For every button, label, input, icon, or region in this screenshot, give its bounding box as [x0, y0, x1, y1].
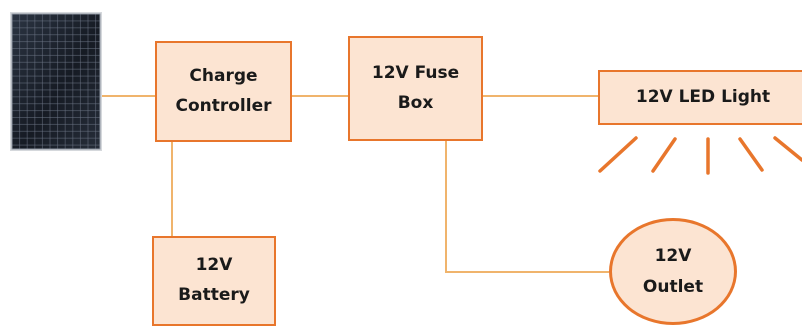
solar-panel-icon: [10, 12, 102, 151]
charge-controller-box: Charge Controller: [155, 41, 292, 142]
led-light-label: 12V LED Light: [636, 87, 770, 107]
charge-controller-label: Charge Controller: [175, 62, 271, 122]
led-light-box: 12V LED Light: [598, 70, 802, 125]
fuse-box-label: 12V Fuse Box: [372, 59, 459, 119]
fuse-box: 12V Fuse Box: [348, 36, 483, 141]
battery-box: 12V Battery: [152, 236, 276, 326]
outlet-label: 12V Outlet: [643, 241, 703, 302]
battery-label: 12V Battery: [178, 251, 250, 311]
outlet-circle: 12V Outlet: [609, 218, 737, 325]
